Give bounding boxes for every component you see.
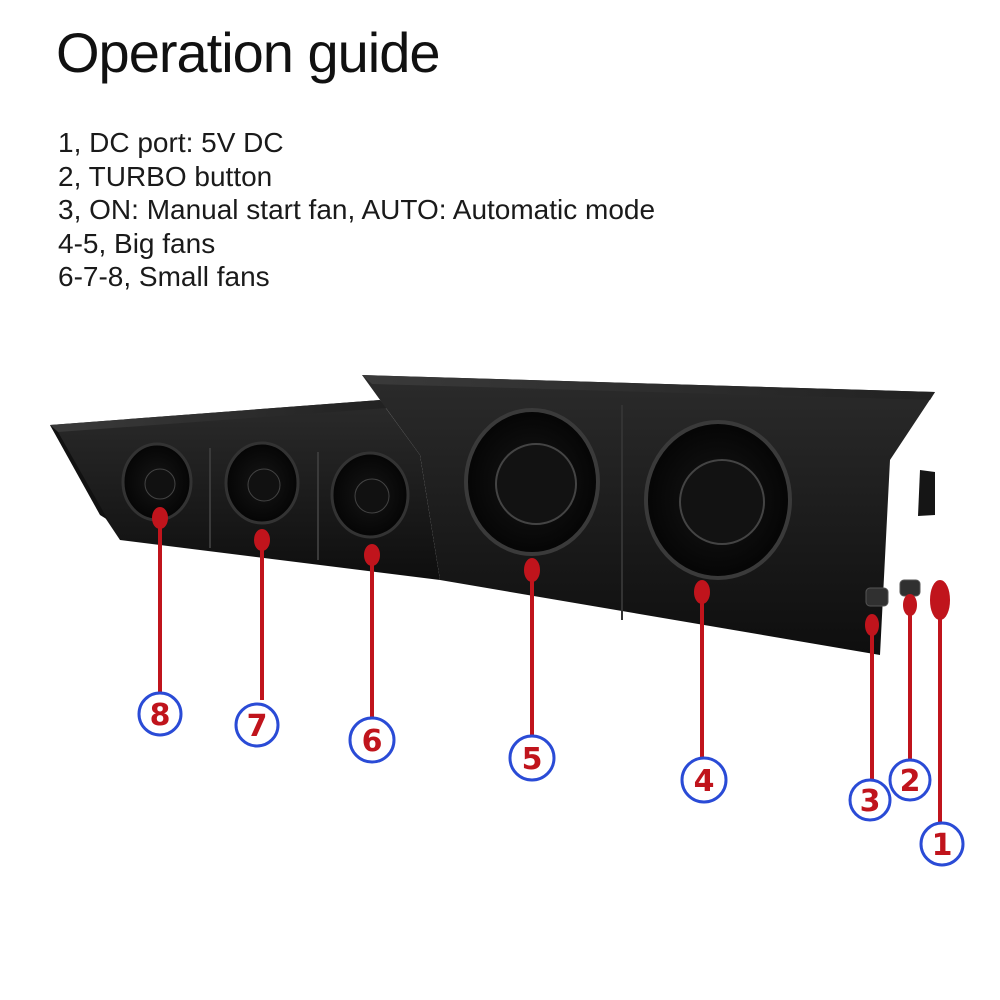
callout-badge-7: 7	[234, 702, 280, 748]
list-item-mode-switch: 3, ON: Manual start fan, AUTO: Automatic…	[58, 194, 656, 225]
callout-number-1: 1	[932, 828, 953, 863]
list-item-turbo-button: 2, TURBO button	[58, 160, 273, 192]
callout-number-5: 5	[522, 742, 543, 777]
callout-badge-6: 6	[348, 716, 396, 764]
list-item-big-fans: 4-5, Big fans	[58, 227, 216, 259]
callout-number-6: 6	[362, 724, 383, 759]
callout-number-3: 3	[860, 784, 881, 819]
callout-dot-1	[930, 580, 950, 620]
callout-badge-3: 3	[848, 778, 892, 822]
operation-list: 1, DC port: 5V DC 2, TURBO button 3, ON:…	[58, 126, 655, 294]
list-item-small-fans: 6-7-8, Small fans	[58, 261, 270, 292]
callout-dot-3	[865, 614, 879, 636]
callout-number-7: 7	[247, 709, 268, 744]
callout-badges: 8 7 6 5 4 3 2 1	[137, 691, 965, 867]
callout-badge-4: 4	[680, 756, 728, 804]
callout-dot-6	[364, 544, 380, 566]
small-fan-7	[224, 441, 300, 525]
callout-lines	[152, 507, 950, 822]
big-fan-4	[644, 420, 792, 580]
callout-dot-8	[152, 507, 168, 529]
big-fan-5	[464, 408, 600, 556]
callout-number-4: 4	[694, 764, 715, 799]
callout-badge-8: 8	[137, 691, 183, 737]
callout-number-2: 2	[900, 764, 921, 799]
callout-badge-2: 2	[888, 758, 932, 802]
callout-dot-7	[254, 529, 270, 551]
callout-number-8: 8	[150, 698, 171, 733]
list-item-dc-port: 1, DC port: 5V DC	[58, 127, 284, 158]
callout-badge-5: 5	[508, 734, 556, 782]
callout-dot-4	[694, 580, 710, 604]
callout-dot-5	[524, 558, 540, 582]
callout-badge-1: 1	[919, 821, 965, 867]
small-fan-6	[330, 451, 410, 539]
page-title: Operation guide	[56, 21, 441, 84]
callout-dot-2	[903, 594, 917, 616]
